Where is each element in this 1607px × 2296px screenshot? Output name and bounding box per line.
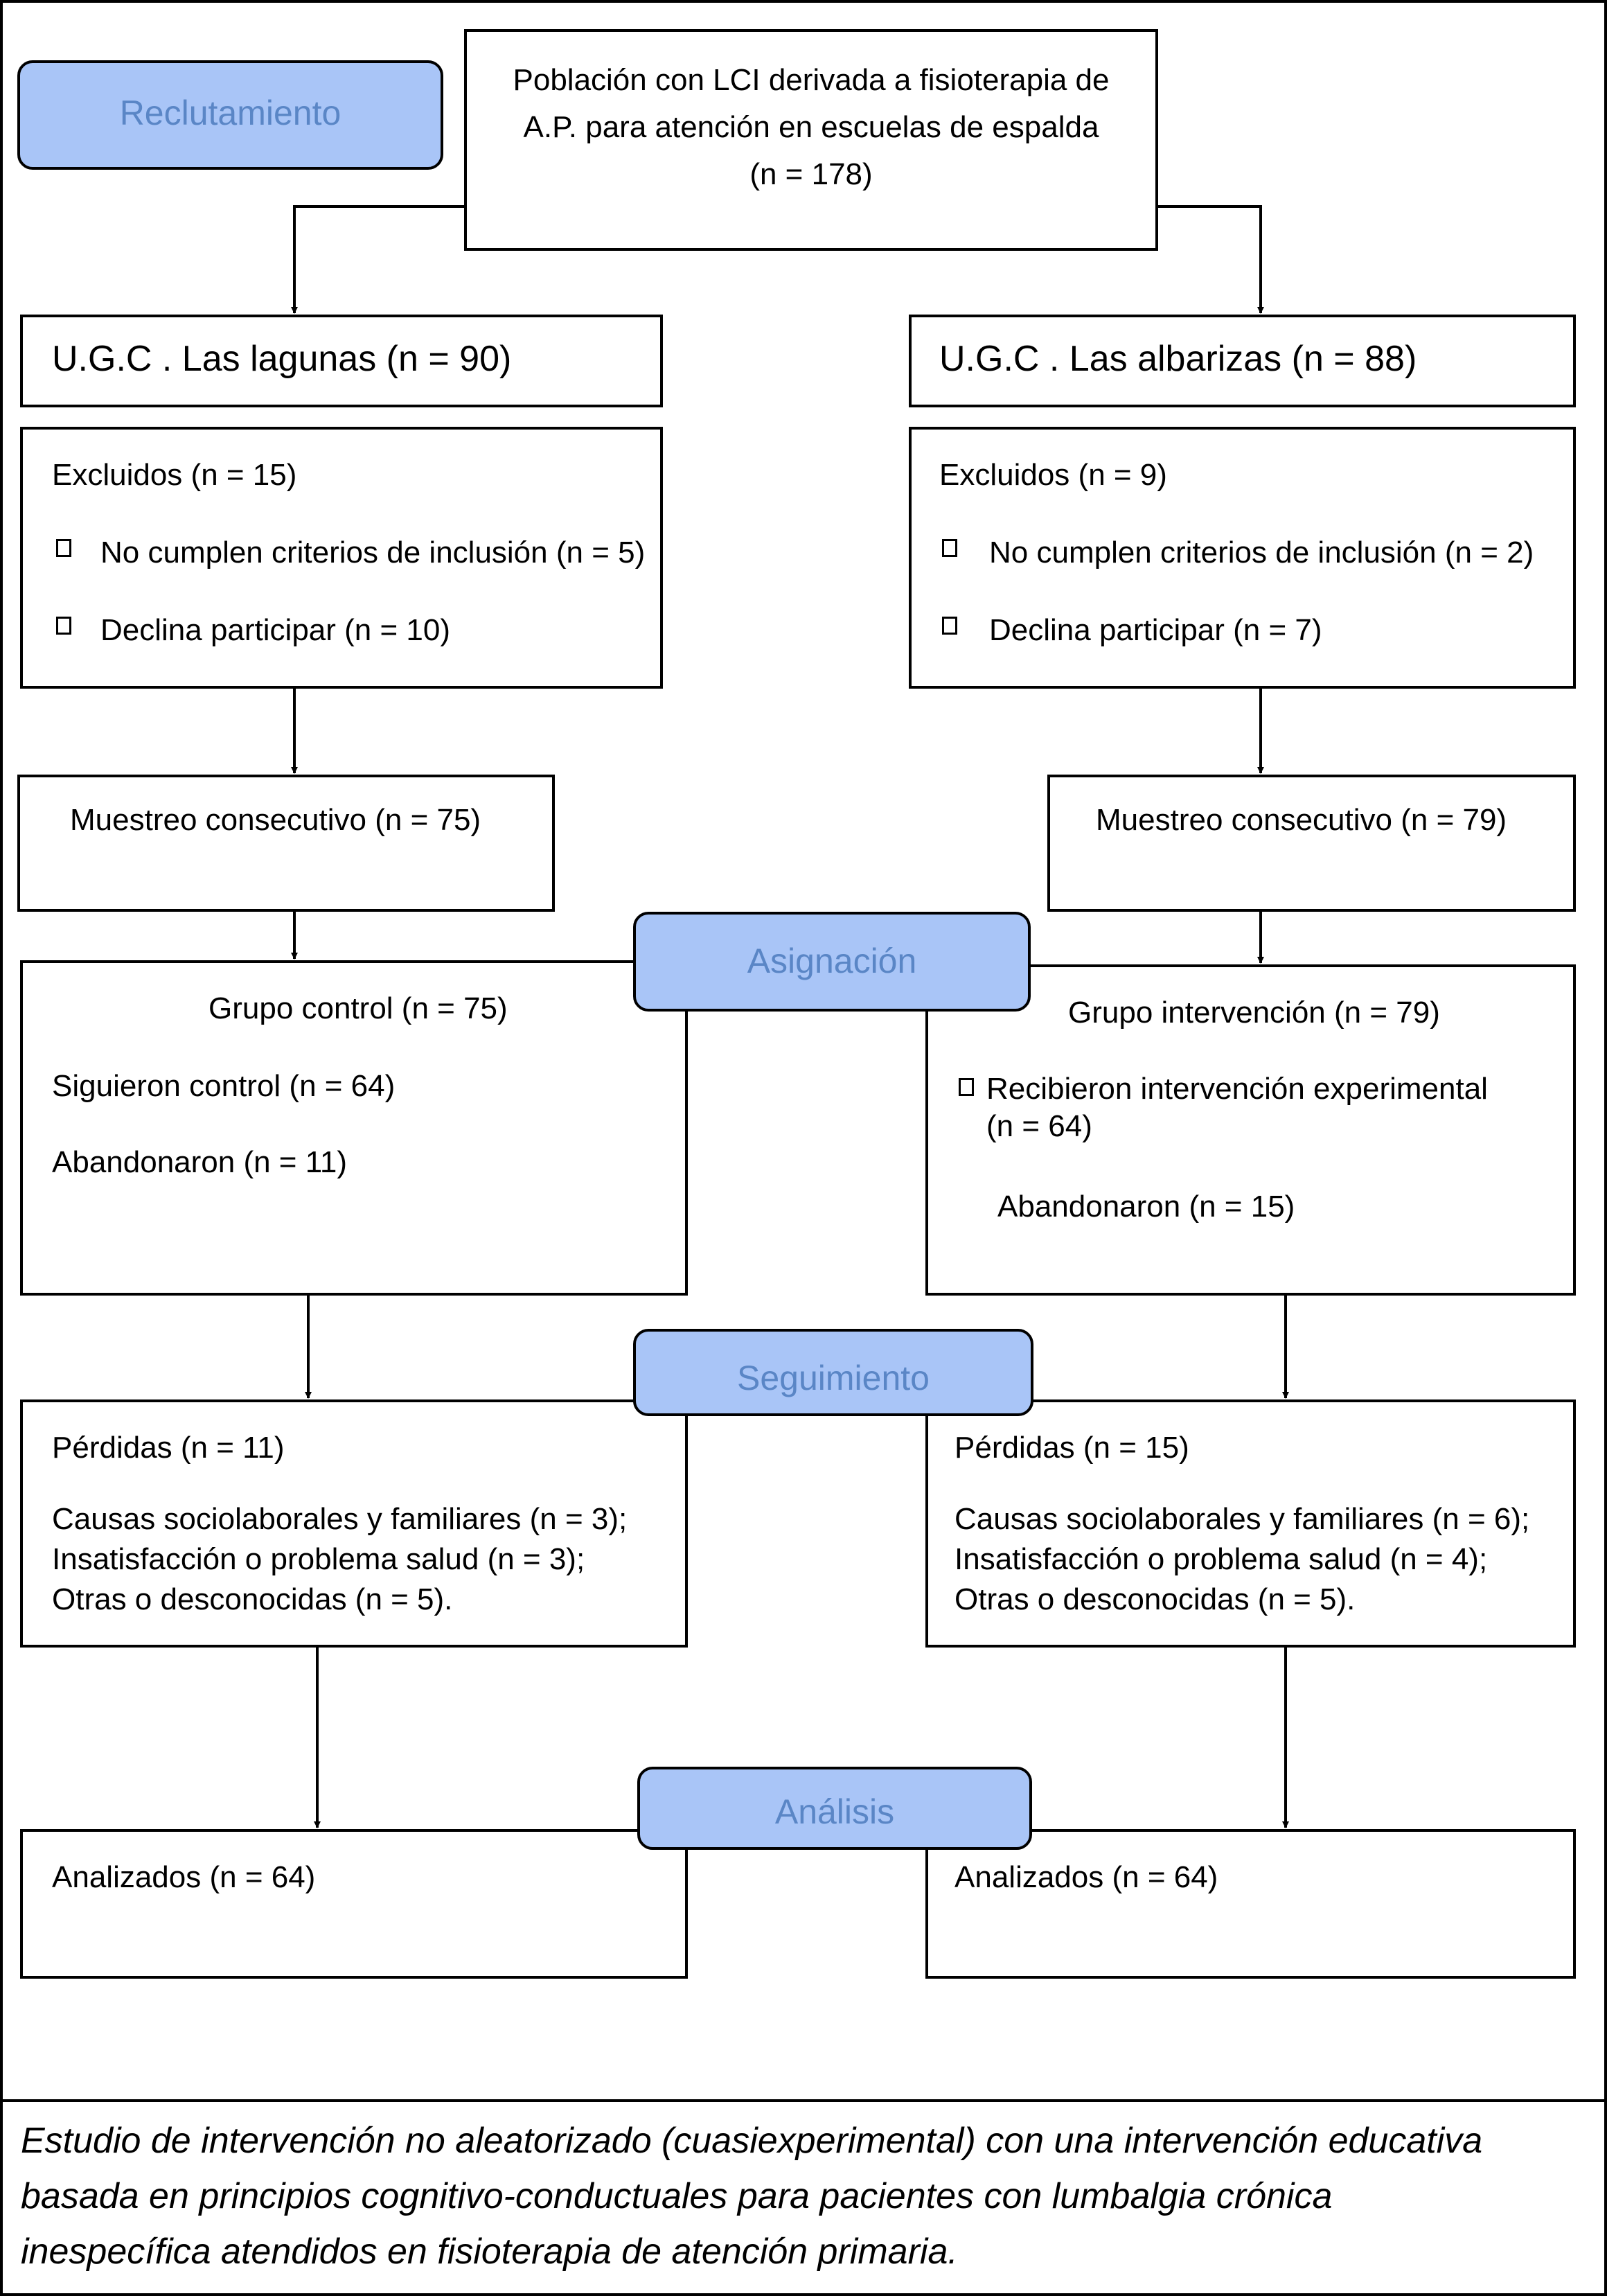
left-analyzed-label: Analizados (n = 64) [52,1860,316,1894]
left-ugc-box: U.G.C . Las lagunas (n = 90) [20,315,663,407]
control-group-box: Grupo control (n = 75) Siguieron control… [20,960,688,1296]
figure-caption: Estudio de intervención no aleatorizado … [21,2121,1483,2272]
control-group-title: Grupo control (n = 75) [208,991,508,1025]
right-excluded-title: Excluidos (n = 9) [939,458,1167,492]
right-ugc-label: U.G.C . Las albarizas (n = 88) [939,339,1417,379]
left-excluded-item: Declina participar (n = 10) [100,613,451,647]
right-sampling-box: Muestreo consecutivo (n = 79) [1047,775,1576,912]
intervention-group-title: Grupo intervención (n = 79) [1068,996,1440,1030]
intervention-received-n: (n = 64) [986,1109,1092,1143]
right-excluded-item: No cumplen criterios de inclusión (n = 2… [989,536,1534,569]
left-ugc-label: U.G.C . Las lagunas (n = 90) [52,339,512,379]
right-analyzed-box: Analizados (n = 64) [925,1829,1576,1979]
left-sampling-label: Muestreo consecutivo (n = 75) [70,803,481,837]
intervention-dropped: Abandonaron (n = 15) [997,1190,1295,1224]
stage-recruitment: Reclutamiento [17,60,443,170]
stage-assignment: Asignación [633,912,1031,1012]
left-excluded-title: Excluidos (n = 15) [52,458,297,492]
right-sampling-label: Muestreo consecutivo (n = 79) [1096,803,1507,837]
intervention-received: Recibieron intervención experimental [986,1072,1488,1106]
caption-divider [0,2099,1607,2102]
intervention-group-box: Grupo intervención (n = 79) Recibieron i… [925,964,1576,1296]
checkbox-icon [942,617,957,635]
checkbox-icon [56,617,71,635]
stage-analysis-label: Análisis [774,1792,895,1831]
stage-followup-label: Seguimiento [737,1359,930,1397]
checkbox-icon [959,1078,974,1096]
stage-analysis: Análisis [637,1767,1032,1850]
left-sampling-box: Muestreo consecutivo (n = 75) [17,775,555,912]
control-dropped: Abandonaron (n = 11) [52,1145,348,1179]
population-box: Población con LCI derivada a fisioterapi… [464,29,1158,251]
right-losses-title: Pérdidas (n = 15) [955,1431,1189,1465]
left-losses-detail: Causas sociolaborales y familiares (n = … [52,1502,628,1616]
right-analyzed-label: Analizados (n = 64) [955,1860,1218,1894]
control-followed: Siguieron control (n = 64) [52,1069,396,1103]
checkbox-icon [56,539,71,557]
left-losses-title: Pérdidas (n = 11) [52,1431,285,1465]
right-excluded-box: Excluidos (n = 9) No cumplen criterios d… [909,427,1576,689]
left-excluded-box: Excluidos (n = 15) No cumplen criterios … [20,427,663,689]
right-losses-detail: Causas sociolaborales y familiares (n = … [955,1502,1530,1616]
stage-assignment-label: Asignación [747,942,917,980]
right-ugc-box: U.G.C . Las albarizas (n = 88) [909,315,1576,407]
left-excluded-item: No cumplen criterios de inclusión (n = 5… [100,536,646,569]
stage-recruitment-label: Reclutamiento [119,94,341,132]
left-analyzed-box: Analizados (n = 64) [20,1829,688,1979]
left-losses-box: Pérdidas (n = 11) Causas sociolaborales … [20,1399,688,1648]
stage-followup: Seguimiento [633,1329,1033,1416]
right-excluded-item: Declina participar (n = 7) [989,613,1322,647]
right-losses-box: Pérdidas (n = 15) Causas sociolaborales … [925,1399,1576,1648]
population-text: Población con LCI derivada a fisioterapi… [513,63,1110,191]
checkbox-icon [942,539,957,557]
